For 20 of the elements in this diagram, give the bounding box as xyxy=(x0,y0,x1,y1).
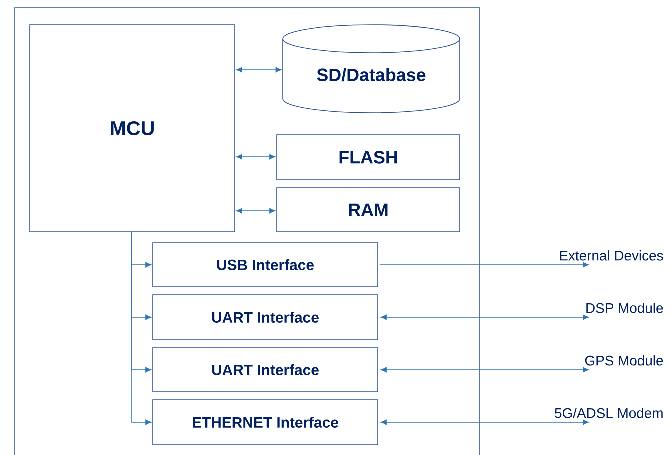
arrow xyxy=(236,154,276,160)
mcu-box: MCU xyxy=(30,24,236,232)
arrow xyxy=(236,67,282,73)
arrow xyxy=(380,314,589,320)
memory-box: FLASH xyxy=(276,134,460,180)
interface-box: UART Interface xyxy=(152,294,378,340)
bus-arrow xyxy=(132,232,152,426)
interface-box: USB Interface xyxy=(152,242,378,288)
arrow xyxy=(236,208,276,214)
database-cylinder: SD/Database xyxy=(282,24,460,114)
interface-box: ETHERNET Interface xyxy=(152,400,378,446)
device-label: External Devices xyxy=(560,250,664,261)
memory-box: RAM xyxy=(276,188,460,232)
device-label: 5G/ADSL Modem xyxy=(555,408,663,418)
device-label: DSP Module xyxy=(586,303,664,314)
arrow xyxy=(380,420,589,426)
arrow xyxy=(380,367,589,373)
device-label: GPS Module xyxy=(585,356,664,366)
interface-box: UART Interface xyxy=(152,348,378,392)
arrow xyxy=(380,262,589,268)
